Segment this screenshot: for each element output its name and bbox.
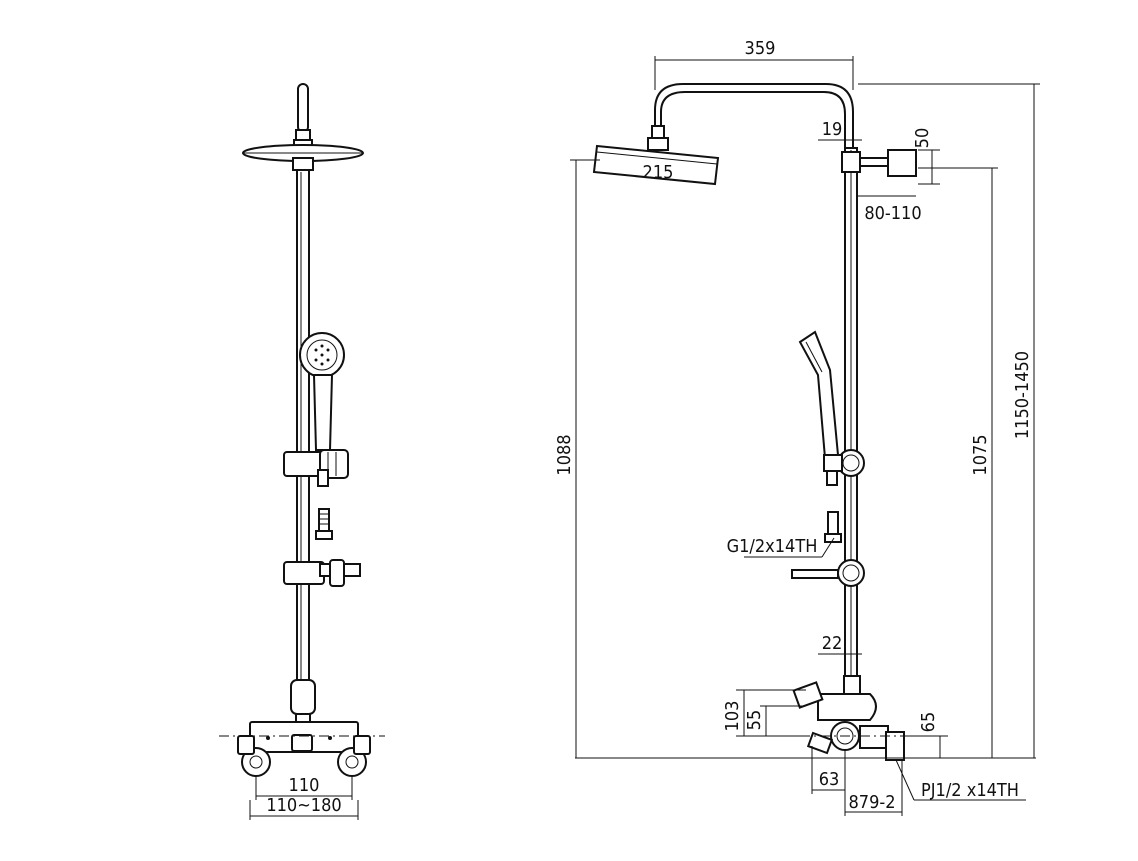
dim-359-label: 359: [745, 38, 776, 59]
side-hand-shower: [798, 330, 840, 460]
dim-80-110: 80-110: [857, 195, 922, 224]
dim-22: 22: [818, 633, 862, 655]
dim-50-label: 50: [912, 128, 933, 149]
dim-359: 359: [654, 38, 854, 90]
dim-19-label: 19: [822, 119, 843, 140]
front-lower-slider: [283, 559, 361, 587]
dim-103-55: 103 55: [722, 689, 806, 737]
dim-103-label: 103: [722, 701, 743, 732]
dim-pj12: PJ1/2 x14TH: [895, 759, 1026, 801]
front-dim-110: 110: [255, 775, 353, 800]
dim-1150-1450: 1150-1450: [858, 83, 1040, 758]
side-diverter: [792, 675, 905, 761]
dim-50: 50: [912, 128, 940, 185]
front-screw-set: [315, 508, 333, 540]
side-shower-arm: [651, 83, 854, 148]
dim-range-label: 110~180: [266, 795, 341, 816]
dim-g12: G1/2x14TH: [727, 536, 835, 558]
side-riser: [844, 147, 858, 679]
front-rain-head: [242, 144, 364, 171]
front-upper-slider: [283, 449, 349, 487]
side-lower-slider: [791, 559, 865, 587]
side-upper-slider: [823, 449, 865, 486]
front-view: 110 110~180: [219, 83, 385, 820]
dim-19: 19: [818, 119, 862, 141]
thread-inlet-label: PJ1/2 x14TH: [921, 780, 1019, 801]
dim-215-label: 215: [643, 162, 674, 183]
dim-65-label: 65: [918, 712, 939, 733]
front-hand-shower: [299, 332, 345, 451]
dim-63-label: 63: [819, 769, 840, 790]
dim-1150-1450-label: 1150-1450: [1012, 351, 1033, 439]
model-label: 879-2: [848, 792, 895, 813]
dim-80-110-label: 80-110: [864, 203, 921, 224]
dim-1088: 1088: [554, 159, 600, 758]
front-dim-range: 110~180: [249, 795, 359, 820]
side-wall-bracket: [841, 149, 917, 177]
dim-1075-label: 1075: [970, 434, 991, 475]
dim-110-label: 110: [289, 775, 320, 796]
side-rain-head: [592, 137, 720, 186]
front-eccentric-legs: [237, 735, 371, 777]
side-screw-set: [824, 511, 842, 543]
dim-55-label: 55: [744, 710, 765, 731]
dim-1088-label: 1088: [554, 434, 575, 475]
side-view: 359 215 19 50 80-110 1150-1450: [554, 38, 1040, 816]
front-mixer-body: [249, 721, 359, 753]
dim-63: 63: [811, 746, 846, 816]
front-diverter: [290, 679, 316, 729]
dim-65: 65: [906, 712, 948, 758]
dim-1075: 1075: [918, 167, 998, 758]
front-riser-top: [293, 83, 313, 147]
model-number: 879-2: [845, 760, 903, 816]
dim-22-label: 22: [822, 633, 843, 654]
front-riser-pipe: [296, 169, 310, 691]
thread-hand-label: G1/2x14TH: [727, 536, 818, 557]
